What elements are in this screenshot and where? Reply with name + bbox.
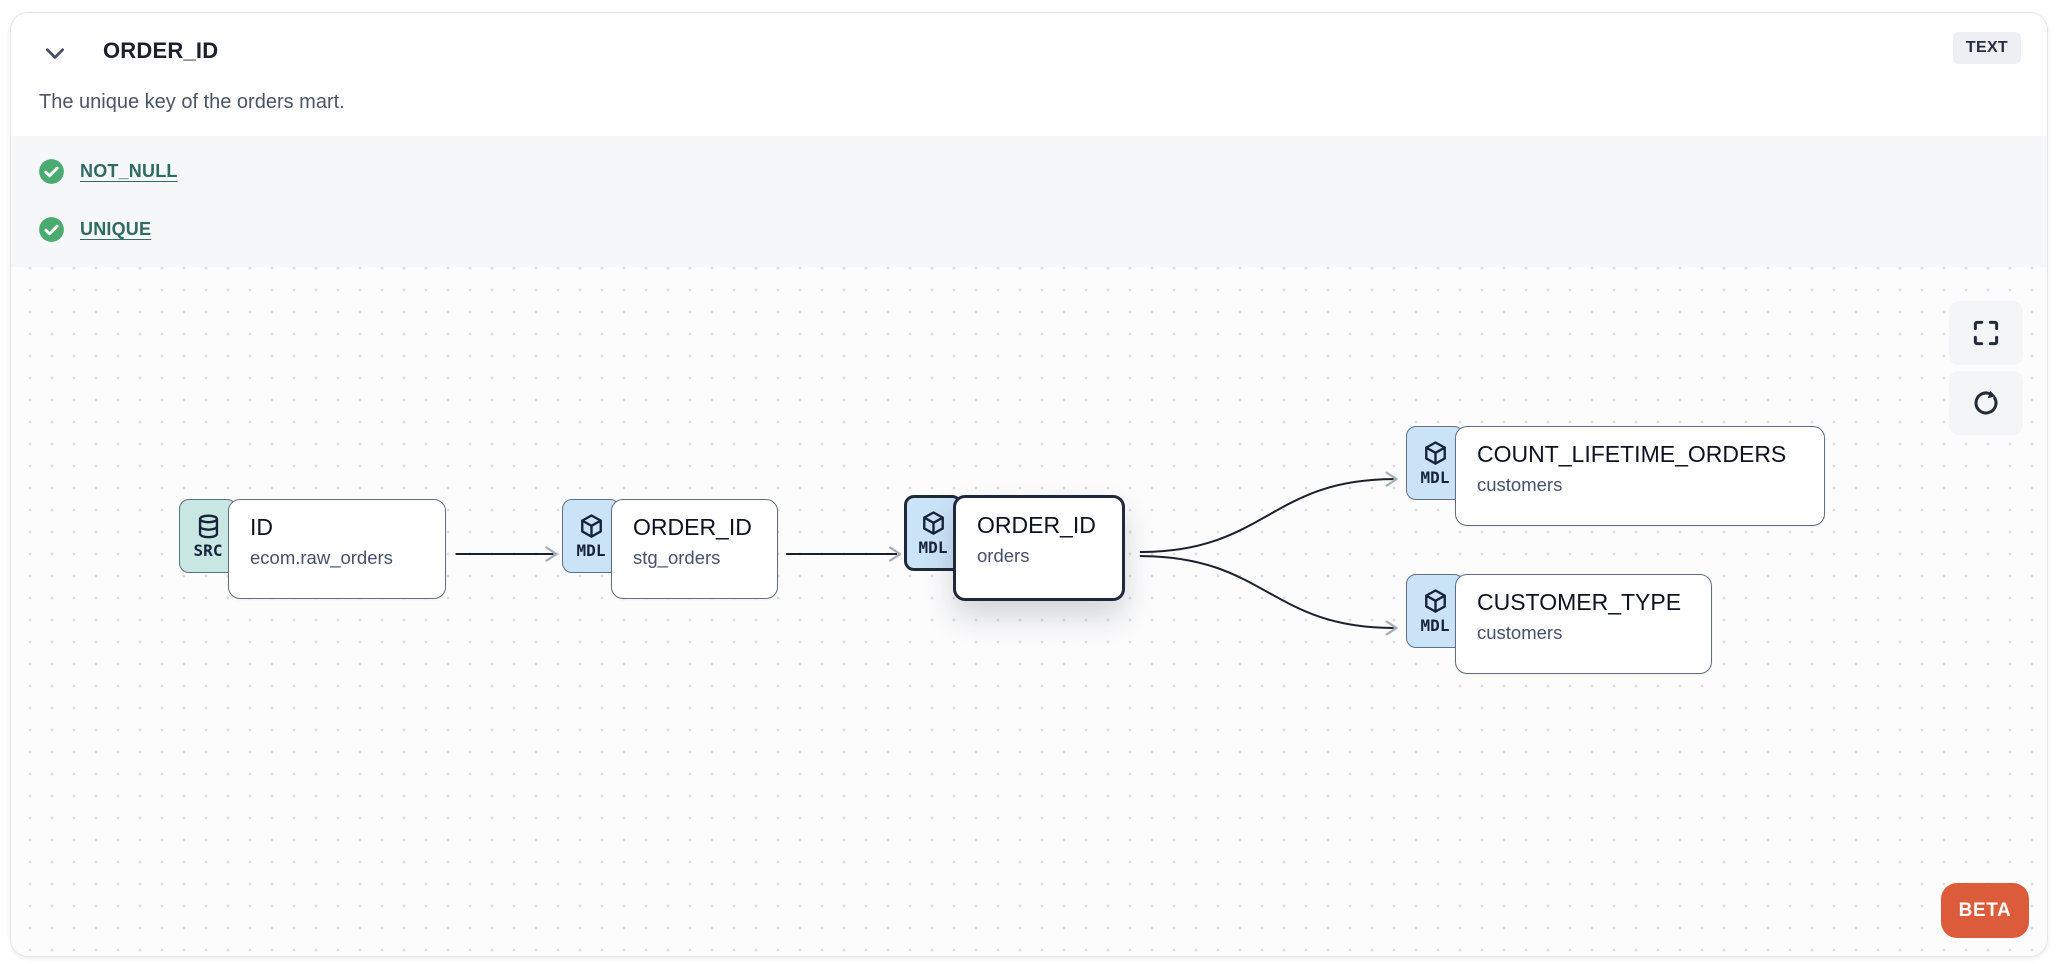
test-link-not-null[interactable]: NOT_NULL: [80, 160, 178, 181]
lineage-node-order-id-orders-selected[interactable]: MDL ORDER_ID orders: [904, 495, 1125, 601]
node-subtitle: customers: [1477, 474, 1563, 495]
fullscreen-icon: [1973, 320, 1999, 346]
cube-icon: [1424, 440, 1446, 465]
node-subtitle: ecom.raw_orders: [250, 547, 393, 568]
lineage-node-count-lifetime-orders[interactable]: MDL COUNT_LIFETIME_ORDERS customers: [1406, 426, 1825, 526]
edge-arrowhead: [1385, 471, 1398, 487]
node-card: COUNT_LIFETIME_ORDERS customers: [1455, 426, 1825, 526]
beta-badge: BETA: [1941, 883, 2029, 938]
node-subtitle: orders: [977, 545, 1030, 566]
model-badge: MDL: [562, 499, 620, 573]
column-type-badge: TEXT: [1952, 32, 2021, 64]
page-title: ORDER_ID: [103, 38, 219, 63]
node-title: ORDER_ID: [633, 514, 752, 540]
node-card: ID ecom.raw_orders: [228, 499, 446, 599]
edge-arrowhead: [889, 546, 902, 562]
node-subtitle: stg_orders: [633, 547, 721, 568]
cube-icon: [580, 513, 602, 538]
database-icon: [198, 514, 218, 538]
badge-label: SRC: [193, 540, 223, 560]
canvas-controls: [1949, 301, 2023, 435]
check-circle-icon: [39, 158, 64, 184]
lineage-edges: [455, 471, 1398, 636]
test-row: NOT_NULL: [38, 150, 2047, 192]
refresh-button[interactable]: [1949, 371, 2023, 435]
edge-arrowhead: [1385, 620, 1398, 636]
refresh-icon: [1974, 390, 1998, 415]
column-description: The unique key of the orders mart.: [39, 91, 345, 113]
chevron-down-icon: [46, 48, 64, 59]
check-circle-icon: [39, 216, 64, 242]
model-badge: MDL: [1406, 574, 1464, 648]
fullscreen-button[interactable]: [1949, 301, 2023, 365]
node-title: ID: [250, 514, 273, 540]
header: ORDER_ID TEXT The unique key of the orde…: [11, 13, 2047, 136]
badge-label: MDL: [1420, 467, 1450, 487]
lineage-canvas[interactable]: SRC ID ecom.raw_orders MDL ORDER_ID stg_…: [11, 267, 2047, 956]
node-card: CUSTOMER_TYPE customers: [1455, 574, 1712, 674]
node-card: ORDER_ID orders: [953, 495, 1125, 601]
cube-icon: [1424, 588, 1446, 613]
badge-label: MDL: [918, 537, 948, 557]
source-badge: SRC: [179, 499, 237, 573]
node-card: ORDER_ID stg_orders: [611, 499, 778, 599]
lineage-node-customer-type[interactable]: MDL CUSTOMER_TYPE customers: [1406, 574, 1712, 674]
node-title: ORDER_ID: [977, 512, 1096, 538]
test-link-unique[interactable]: UNIQUE: [80, 218, 152, 239]
node-title: CUSTOMER_TYPE: [1477, 589, 1682, 615]
model-badge: MDL: [1406, 426, 1464, 500]
badge-label: MDL: [1420, 615, 1450, 635]
edge-arrowhead: [545, 546, 558, 562]
lineage-node-id-raw-orders[interactable]: SRC ID ecom.raw_orders: [179, 499, 446, 599]
lineage-node-order-id-stg-orders[interactable]: MDL ORDER_ID stg_orders: [562, 499, 778, 599]
node-title: COUNT_LIFETIME_ORDERS: [1477, 441, 1787, 467]
tests-section: NOT_NULL UNIQUE: [11, 136, 2047, 267]
collapse-button[interactable]: [37, 35, 73, 71]
node-subtitle: customers: [1477, 622, 1563, 643]
model-badge: MDL: [904, 495, 962, 571]
test-row: UNIQUE: [38, 208, 2047, 250]
cube-icon: [922, 510, 944, 535]
badge-label: MDL: [576, 540, 606, 560]
column-details-card: ORDER_ID TEXT The unique key of the orde…: [10, 12, 2048, 957]
lineage-edge: [1139, 478, 1394, 554]
lineage-edge: [1139, 555, 1394, 629]
